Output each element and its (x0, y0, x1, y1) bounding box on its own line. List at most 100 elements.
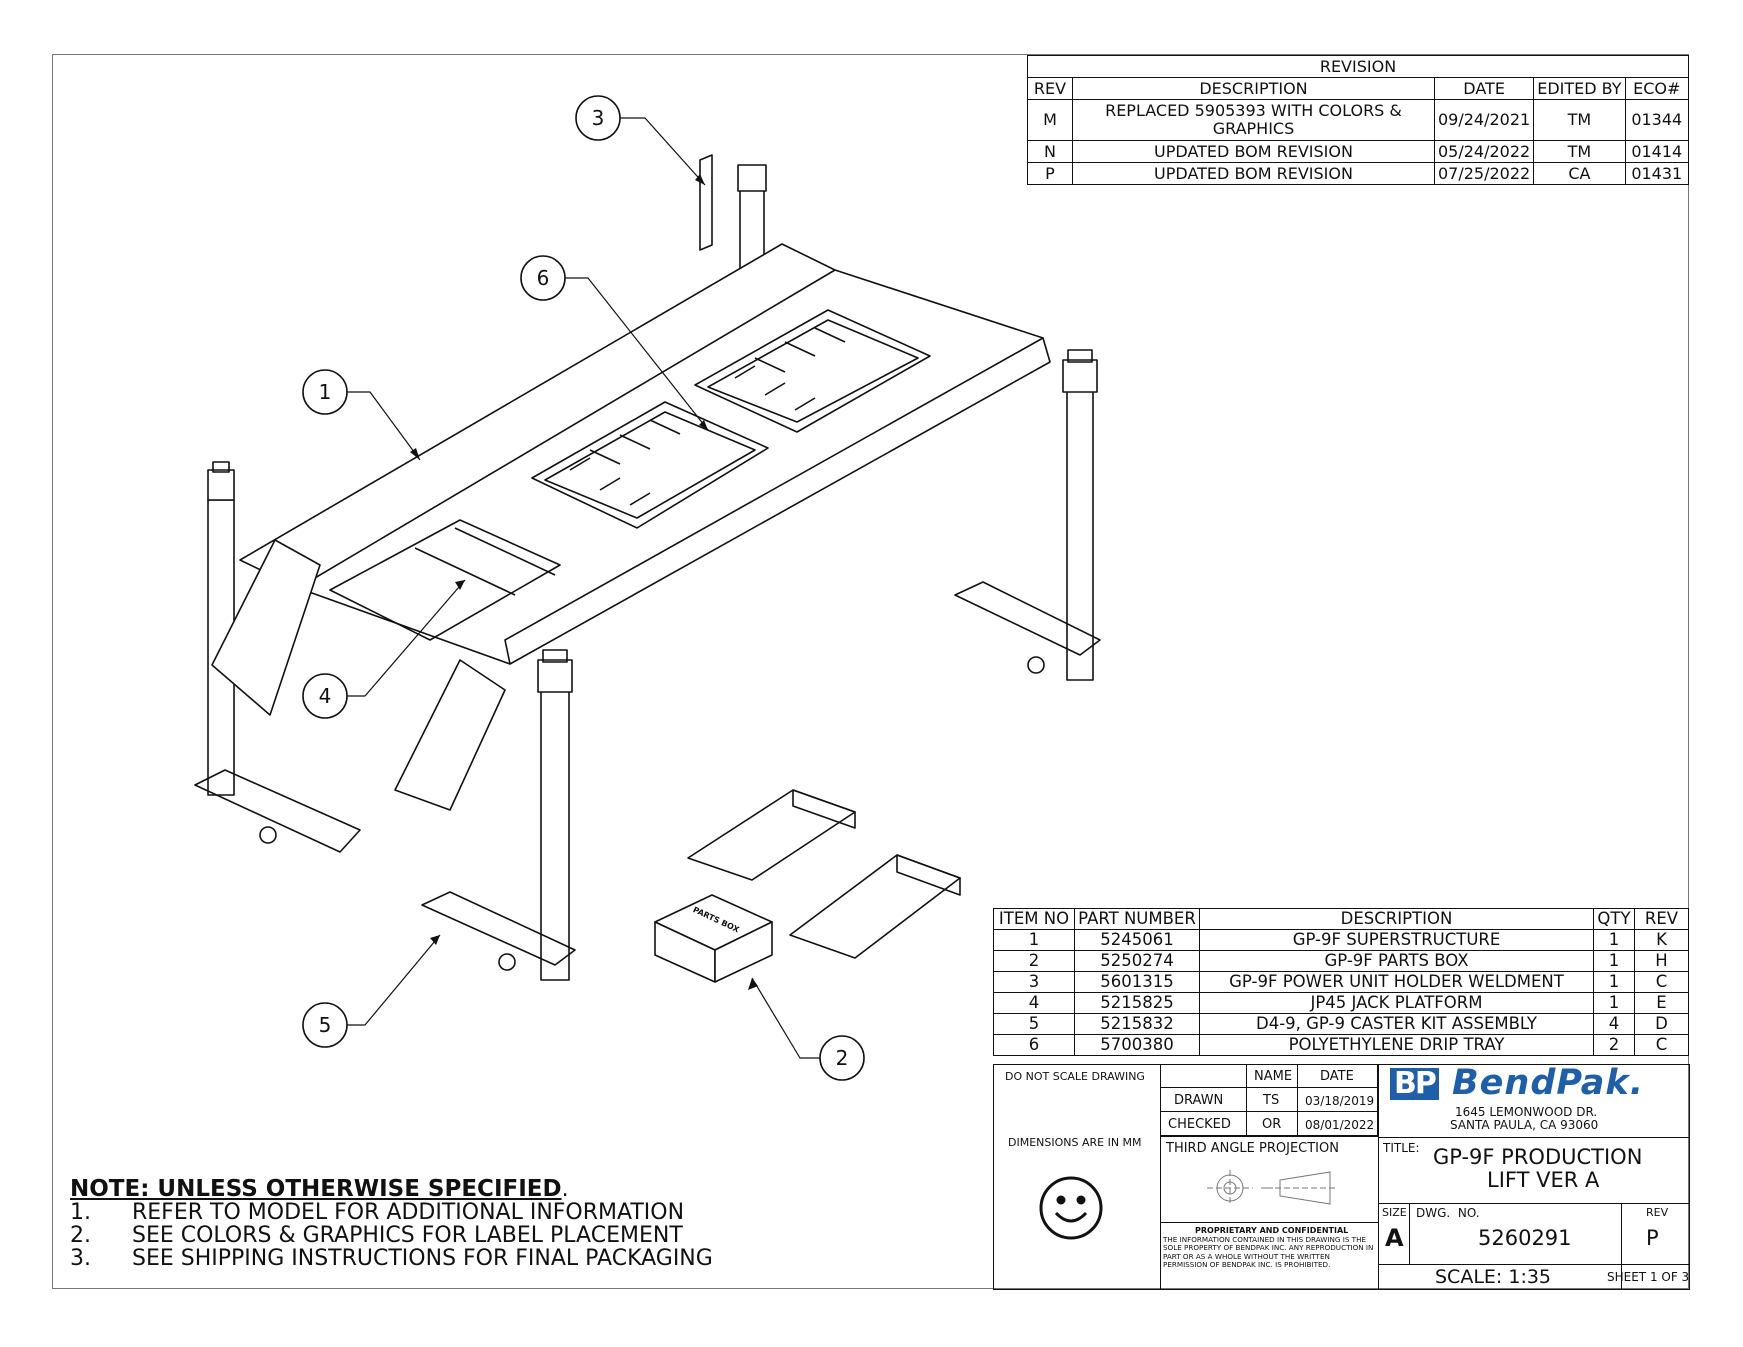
note-text: SEE COLORS & GRAPHICS FOR LABEL PLACEMEN… (132, 1223, 683, 1248)
date-label: DATE (1320, 1069, 1354, 1084)
qty-cell: 1 (1593, 929, 1635, 951)
address-line-2: SANTA PAULA, CA 93060 (1450, 1118, 1599, 1132)
bom-description-header: DESCRIPTION (1199, 908, 1594, 930)
checked-date: 08/01/2022 (1305, 1118, 1375, 1132)
item-cell: 1 (993, 929, 1075, 951)
caster-kit-front (421, 891, 576, 971)
balloon-5-label: 5 (319, 1013, 332, 1037)
ramp-left (211, 539, 321, 716)
revision-row: M REPLACED 5905393 WITH COLORS & GRAPHIC… (1027, 99, 1690, 141)
proprietary-title: PROPRIETARY AND CONFIDENTIAL (1195, 1226, 1349, 1235)
balloon-4 (302, 673, 348, 719)
notes-heading: NOTE: UNLESS OTHERWISE SPECIFIED (70, 1176, 562, 1202)
qty-cell: 1 (1593, 950, 1635, 972)
leader-arrowheads (410, 174, 758, 990)
jack-platform (329, 519, 561, 641)
balloon-3 (575, 95, 621, 141)
part-cell: 5700380 (1074, 1034, 1200, 1056)
part-cell: 5601315 (1074, 971, 1200, 993)
desc-cell: GP-9F POWER UNIT HOLDER WELDMENT (1199, 971, 1594, 993)
part-cell: 5215825 (1074, 992, 1200, 1014)
drawing-border (52, 54, 1689, 1289)
bill-of-materials-table: ITEM NO PART NUMBER DESCRIPTION QTY REV … (993, 908, 1689, 1056)
projection-label: THIRD ANGLE PROJECTION (1166, 1141, 1339, 1156)
name-label: NAME (1254, 1069, 1293, 1084)
item-cell: 4 (993, 992, 1075, 1014)
part-number-header: PART NUMBER (1074, 908, 1200, 930)
drawn-name: TS (1263, 1093, 1280, 1108)
balloon-1-label: 1 (319, 380, 332, 404)
desc-cell: POLYETHYLENE DRIP TRAY (1199, 1034, 1594, 1056)
rev-box (1621, 1203, 1690, 1265)
rev-label: REV (1646, 1206, 1669, 1219)
item-cell: 5 (993, 1013, 1075, 1035)
qty-cell: 2 (1593, 1034, 1635, 1056)
checked-name: OR (1262, 1117, 1282, 1132)
lift-post-front (537, 649, 573, 981)
note-item: 1.REFER TO MODEL FOR ADDITIONAL INFORMAT… (70, 1201, 713, 1224)
balloon-2-label: 2 (836, 1046, 849, 1070)
rev-cell: C (1634, 1034, 1689, 1056)
qty-header: QTY (1593, 908, 1635, 930)
desc-cell: GP-9F PARTS BOX (1199, 950, 1594, 972)
note-number: 1. (70, 1200, 91, 1225)
power-unit-holder (699, 154, 713, 251)
edited-by-header: EDITED BY (1533, 77, 1626, 100)
rev-value: P (1646, 1226, 1659, 1250)
smiley-icon (1039, 1176, 1103, 1240)
desc-cell: JP45 JACK PLATFORM (1199, 992, 1594, 1014)
desc-cell: GP-9F SUPERSTRUCTURE (1199, 929, 1594, 951)
qty-cell: 1 (1593, 971, 1635, 993)
item-no-header: ITEM NO (993, 908, 1075, 930)
loose-ramp-1 (687, 789, 856, 881)
size-value: A (1385, 1224, 1404, 1252)
revision-table: REVISION REV DESCRIPTION DATE EDITED BY … (1027, 55, 1690, 185)
desc-cell: D4-9, GP-9 CASTER KIT ASSEMBLY (1199, 1013, 1594, 1035)
date-cell: 05/24/2022 (1433, 140, 1535, 163)
bendpak-logo-mark: BP (1390, 1068, 1439, 1100)
revision-row: P UPDATED BOM REVISION 07/25/2022 CA 014… (1027, 162, 1690, 185)
grid-cell (1297, 1111, 1378, 1136)
size-label: SIZE (1382, 1206, 1407, 1219)
address-line-1: 1645 LEMONWOOD DR. (1455, 1105, 1598, 1119)
rev-cell: E (1634, 992, 1689, 1014)
dwg-no-value: 5260291 (1478, 1226, 1572, 1250)
note-item: 2.SEE COLORS & GRAPHICS FOR LABEL PLACEM… (70, 1224, 713, 1247)
eco-header: ECO# (1624, 77, 1690, 100)
rev-header: REV (1027, 77, 1073, 100)
date-cell: 09/24/2021 (1433, 99, 1535, 141)
checked-label: CHECKED (1168, 1117, 1231, 1132)
item-cell: 3 (993, 971, 1075, 993)
note-item: 3. SEE SHIPPING INSTRUCTIONS FOR FINAL PA… (70, 1247, 713, 1270)
balloon-1 (302, 369, 348, 415)
note-text: SEE SHIPPING INSTRUCTIONS FOR FINAL PACK… (132, 1246, 713, 1271)
note-number: 3. (70, 1246, 91, 1271)
rev-cell: H (1634, 950, 1689, 972)
bendpak-logo-text: BendPak. (1452, 1066, 1644, 1101)
part-cell: 5245061 (1074, 929, 1200, 951)
date-cell: 07/25/2022 (1433, 162, 1535, 185)
title-label: TITLE: (1383, 1141, 1420, 1155)
third-angle-projection-icon (1207, 1170, 1335, 1206)
leader-lines (347, 117, 820, 1059)
dwg-no-label: DWG. NO. (1416, 1206, 1480, 1220)
balloon-4-label: 4 (319, 684, 332, 708)
item-cell: 6 (993, 1034, 1075, 1056)
balloon-5 (302, 1002, 348, 1048)
drawn-label: DRAWN (1174, 1093, 1224, 1108)
scale-box (1378, 1264, 1622, 1290)
drawing-title-line-2: LIFT VER A (1487, 1168, 1600, 1192)
ramp-front (394, 659, 506, 811)
bom-rev-header: REV (1634, 908, 1689, 930)
item-cell: 2 (993, 950, 1075, 972)
eco-cell: 01344 (1624, 99, 1690, 141)
loose-ramp-2 (789, 854, 961, 959)
proprietary-text: THE INFORMATION CONTAINED IN THIS DRAWIN… (1163, 1235, 1374, 1269)
balloon-6-label: 6 (537, 266, 550, 290)
rev-cell: D (1634, 1013, 1689, 1035)
